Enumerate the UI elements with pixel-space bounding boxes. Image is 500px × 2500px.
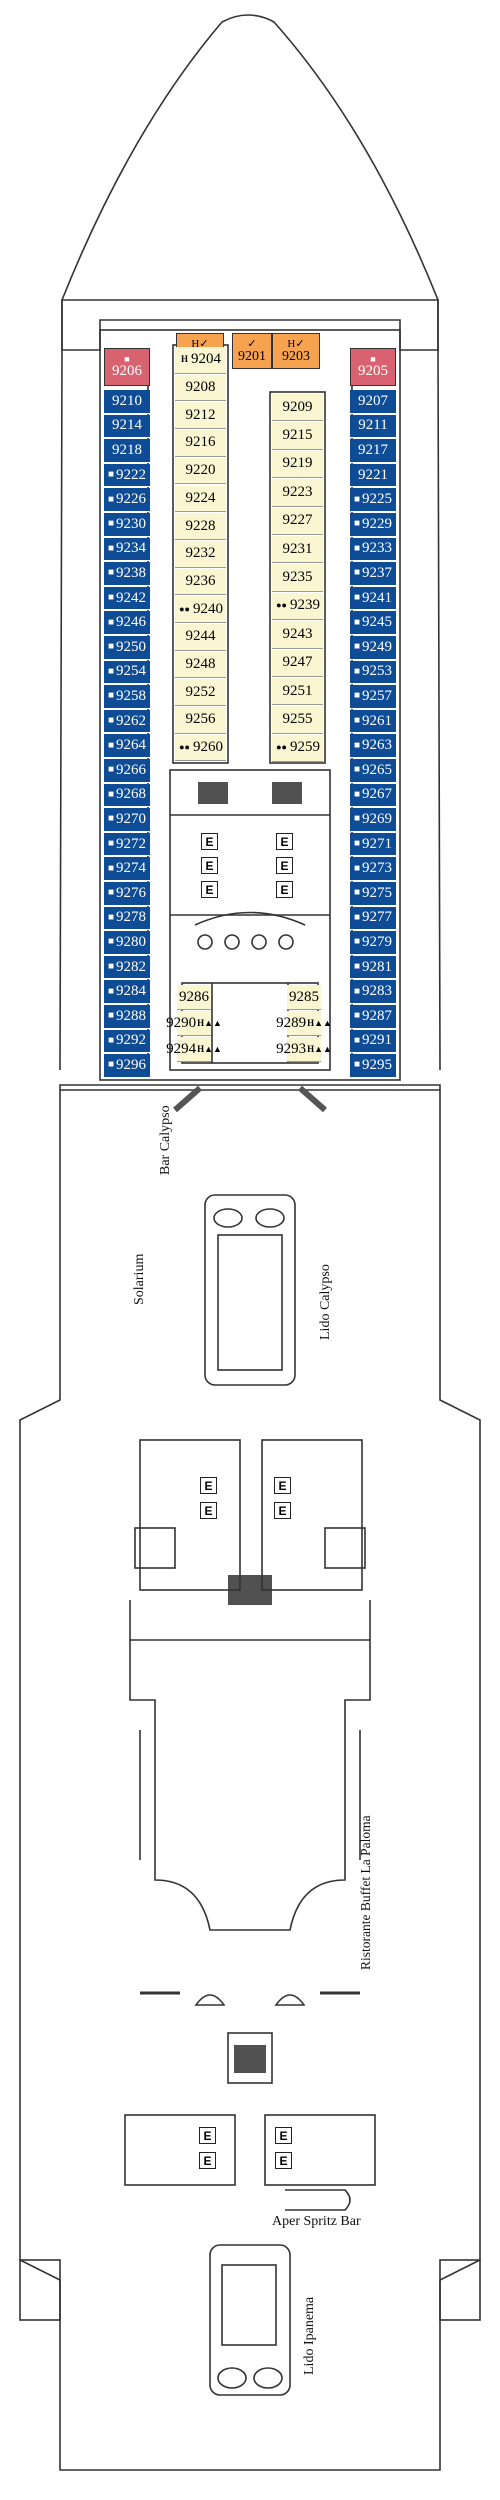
forward-deck-shelf [61,299,439,351]
hull-bow-port [59,21,223,1071]
lido-calypso-pool [204,1194,296,1386]
central-core [169,769,331,1071]
ristorante-buffet [129,1639,371,1931]
deck-aft-area [19,1084,481,2471]
aper-spritz-bar [285,2189,351,2211]
lido-ipanema-pool [209,2244,291,2396]
hull-bow [221,14,441,1071]
cabin-block-outline [99,329,401,1081]
